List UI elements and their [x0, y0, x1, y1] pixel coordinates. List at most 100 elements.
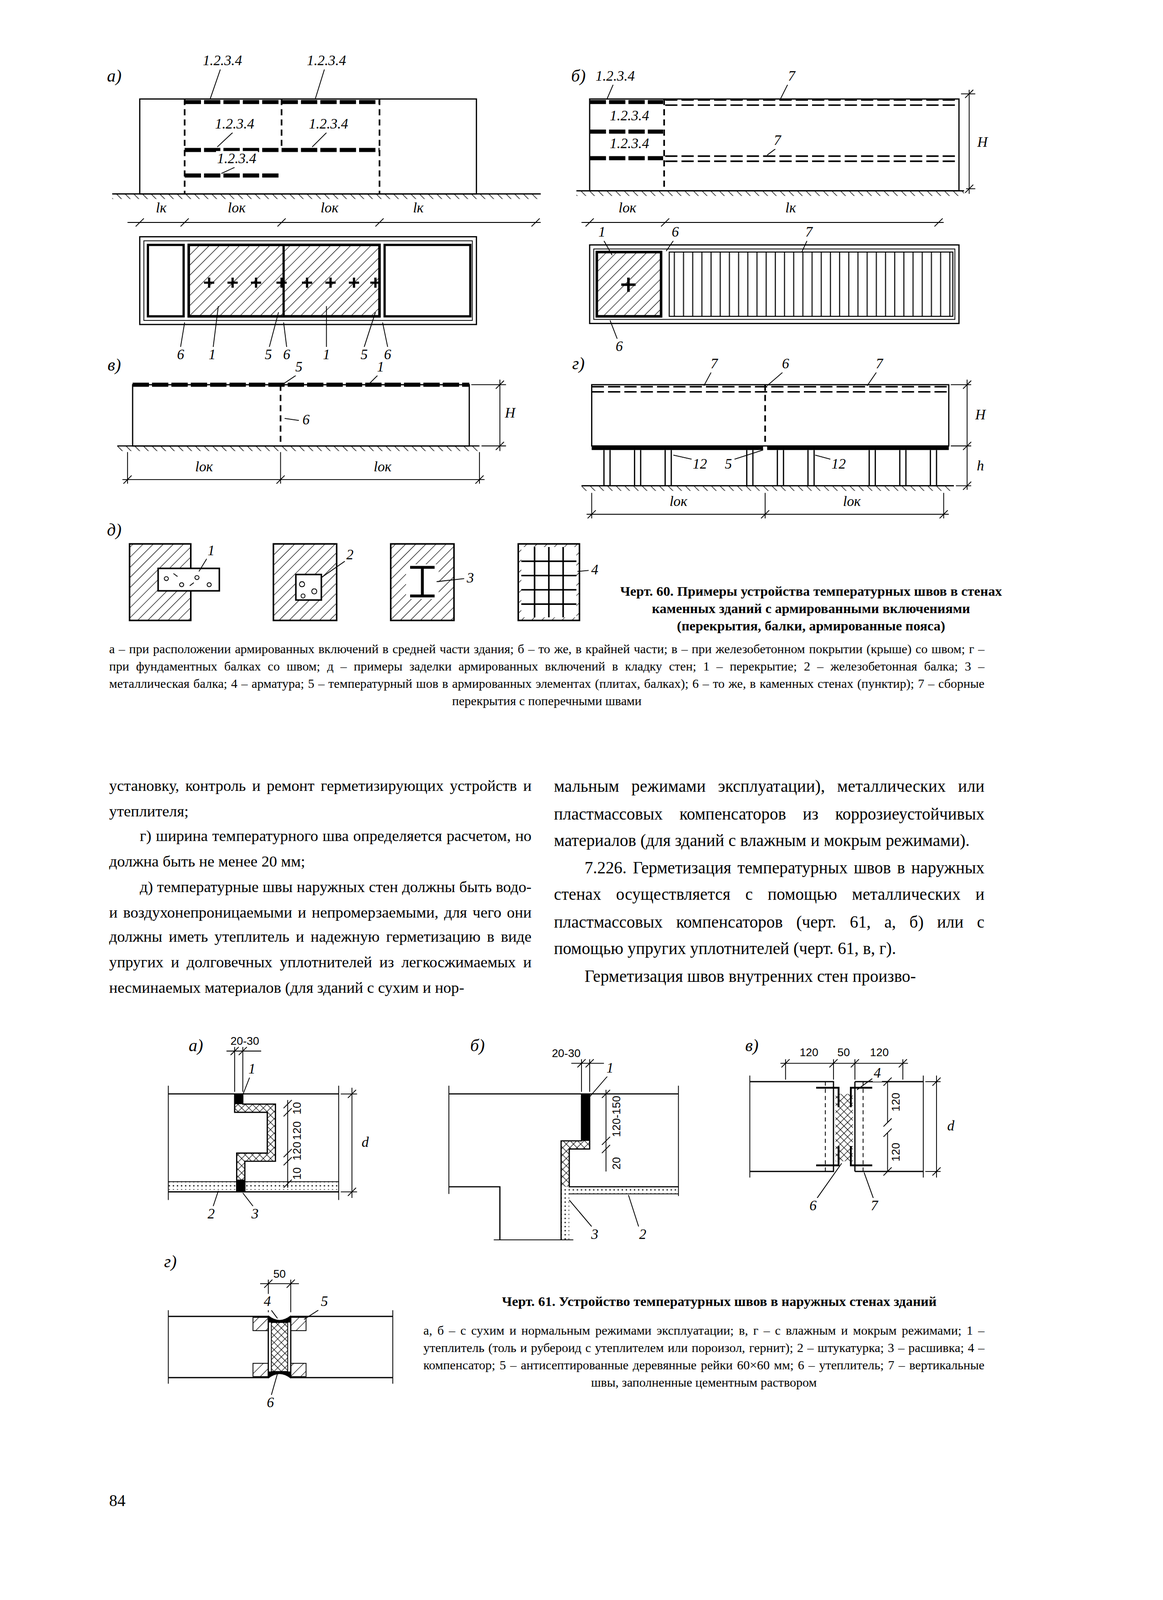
figure-legend: а – при расположении армированных включе… [109, 640, 985, 710]
dimension-label: H [977, 134, 988, 151]
callout-number: 6 [670, 224, 680, 241]
callout-number: 1 [207, 346, 217, 364]
dimension-value: 10 [290, 1167, 304, 1180]
plan-a [139, 236, 477, 325]
elevation-g [591, 385, 949, 388]
plan-b [621, 277, 636, 292]
callout-number: 7 [869, 1197, 879, 1215]
joint-detail-a [213, 1076, 253, 1206]
joint-detail-g [290, 1363, 307, 1377]
panel-letter: а) [188, 1035, 204, 1056]
elevation-g [950, 379, 972, 490]
callout-number: 1 [605, 1060, 615, 1077]
dimension-value: 50 [837, 1045, 850, 1059]
elevation-g [766, 445, 949, 450]
page-number: 84 [109, 1491, 126, 1510]
dimension-value: 120 [290, 1141, 304, 1161]
plan-a [384, 244, 471, 317]
callout-number: 1.2.3.4 [214, 116, 256, 133]
joint-detail-g [252, 1317, 269, 1331]
body-paragraph: д) температурные швы наружных стен должн… [109, 874, 532, 1001]
callout-number: 5 [319, 1293, 330, 1311]
elevation-b [665, 160, 960, 162]
elevation-v [132, 384, 470, 446]
joint-detail-b [571, 1059, 605, 1092]
elevation-b [576, 190, 965, 196]
elevation-b [961, 89, 976, 194]
joint-detail-v [925, 1075, 941, 1178]
joint-detail-a [234, 1093, 276, 1192]
dimension-label: lок [843, 493, 861, 510]
embedding-details [406, 564, 439, 599]
embedding-details [299, 581, 317, 598]
dimension-label: lок [320, 200, 339, 217]
joint-detail-b [560, 1093, 582, 1240]
joint-detail-b [581, 1093, 590, 1141]
callout-number: 2 [345, 546, 355, 564]
callout-number: 6 [265, 1394, 275, 1411]
callout-number: 3 [250, 1205, 260, 1223]
figure-caption: Черт. 61. Устройство температурных швов … [453, 1293, 985, 1312]
panel-letter: г) [164, 1251, 177, 1273]
embedding-details [518, 543, 580, 621]
embedding-details [158, 568, 220, 591]
callout-number: 3 [465, 570, 475, 587]
elevation-b [665, 99, 960, 101]
joint-detail-v [825, 1081, 864, 1172]
elevation-g [591, 384, 949, 446]
body-paragraph: мальным режимами эксплуатации), металлич… [554, 773, 985, 855]
elevation-v [117, 375, 506, 484]
panel-letter: г) [572, 354, 586, 375]
embedding-details [164, 573, 212, 587]
callout-number: 1 [597, 224, 607, 241]
plan-a [188, 244, 380, 317]
callout-number: 1 [321, 346, 331, 364]
callout-number: 1.2.3.4 [216, 150, 258, 168]
joint-detail-g [252, 1363, 269, 1377]
callout-number: 1.2.3.4 [201, 52, 244, 70]
elevation-a [139, 98, 477, 194]
panel-letter: д) [107, 520, 122, 541]
panel-letter: б) [571, 66, 586, 88]
callout-number: 5 [294, 359, 304, 376]
figure-legend: а, б – с сухим и нормальным режимами экс… [423, 1322, 985, 1391]
elevation-g [603, 449, 937, 486]
callout-number: 1.2.3.4 [608, 108, 651, 125]
joint-detail-a [244, 1181, 339, 1190]
callout-number: 2 [206, 1205, 216, 1223]
elevation-v [122, 452, 485, 484]
dimension-label: H [504, 405, 516, 422]
elevation-b [589, 99, 664, 104]
plan-a [144, 240, 473, 321]
joint-detail-a [168, 1093, 339, 1192]
elevation-v [471, 379, 506, 452]
elevation-a [127, 218, 541, 227]
body-paragraph: 7.226. Герметизация температурных швов в… [554, 854, 985, 963]
callout-number: 7 [772, 132, 783, 150]
callout-number: 12 [830, 456, 847, 473]
embedding-details [390, 543, 454, 621]
body-paragraph: Герметизация швов внутренних стен произв… [554, 962, 985, 990]
embedding-details [521, 546, 577, 618]
callout-number: 4 [262, 1293, 272, 1311]
callout-number: 7 [787, 68, 797, 85]
elevation-b [589, 129, 664, 134]
plan-a [180, 306, 388, 348]
dimension-value: 120 [799, 1045, 819, 1059]
dimension-value: 120 [290, 1121, 304, 1140]
joint-detail-g [290, 1317, 307, 1331]
joint-detail-v [749, 1059, 941, 1198]
plan-b [596, 252, 662, 317]
joint-detail-b [560, 1186, 570, 1240]
elevation-b [665, 155, 960, 157]
joint-detail-a [234, 1093, 268, 1192]
joint-detail-g [168, 1279, 393, 1395]
joint-detail-a [168, 1046, 357, 1206]
joint-detail-b [448, 1085, 679, 1240]
dimension-label: lок [373, 458, 392, 476]
callout-number: 7 [874, 355, 885, 373]
figure-caption: Черт. 60. Примеры устройства температурн… [617, 583, 1005, 635]
elevation-b [589, 156, 664, 161]
callout-number: 6 [301, 411, 311, 429]
plan-b [593, 248, 955, 320]
